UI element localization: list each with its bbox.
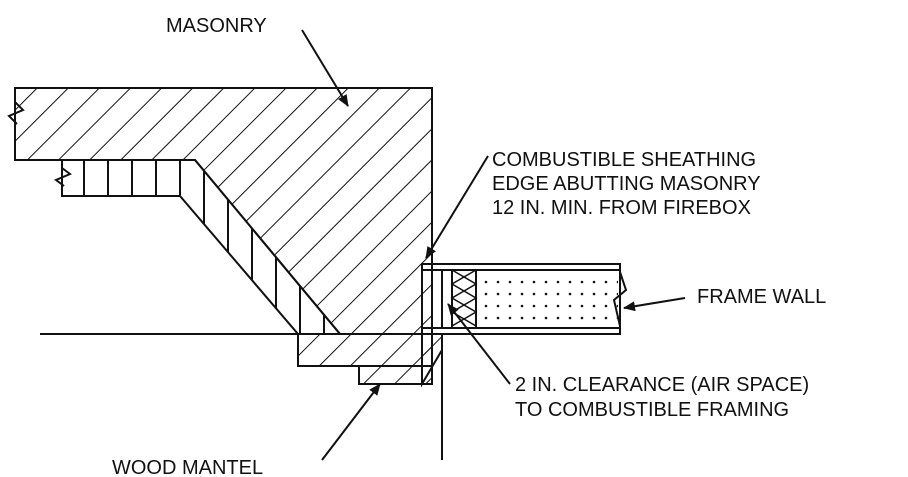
sheathing-label-line1: COMBUSTIBLE SHEATHING <box>492 149 756 171</box>
wood-mantel <box>358 365 433 385</box>
lining-break-mark <box>54 167 72 187</box>
insulation <box>480 272 618 326</box>
masonry-label: MASONRY <box>166 15 267 37</box>
masonry-leader <box>301 29 349 107</box>
mantel-leader <box>321 383 381 461</box>
masonry-mass <box>14 87 433 367</box>
frame-wall <box>421 263 621 335</box>
frame-wall-label: FRAME WALL <box>697 286 826 308</box>
sheathing-leader <box>425 155 489 259</box>
masonry-break-mark <box>7 101 25 125</box>
frame-wall-break-mark <box>612 271 628 327</box>
sheathing-label-line2: EDGE ABUTTING MASONRY <box>492 173 761 195</box>
clearance-label-line2: TO COMBUSTIBLE FRAMING <box>515 399 789 421</box>
stud <box>451 269 477 329</box>
clearance-leader <box>447 303 511 385</box>
frame-wall-leader <box>623 297 686 312</box>
sheathing-label-line3: 12 IN. MIN. FROM FIREBOX <box>492 197 751 219</box>
clearance-label-line1: 2 IN. CLEARANCE (AIR SPACE) <box>515 374 809 396</box>
stud-cross-mark <box>450 269 478 327</box>
wood-mantel-label: WOOD MANTEL <box>112 457 263 477</box>
